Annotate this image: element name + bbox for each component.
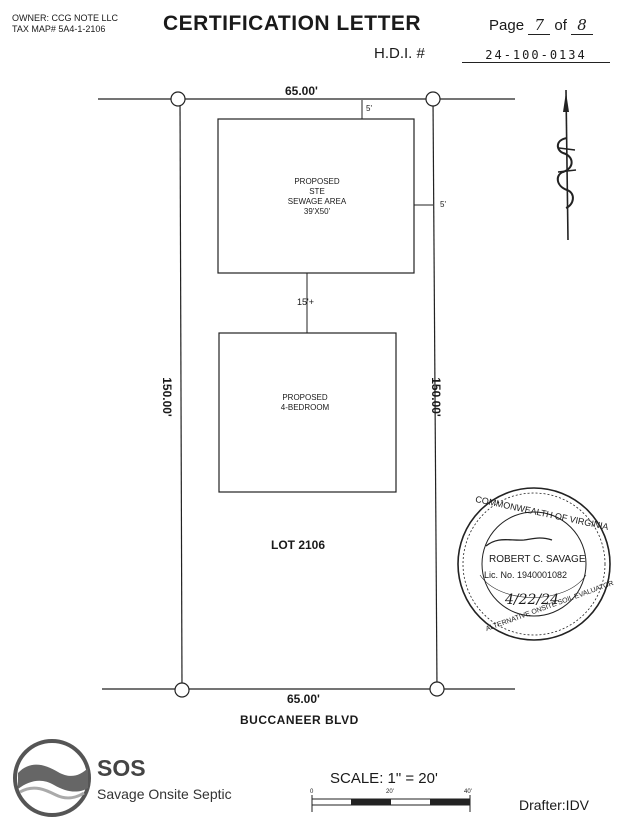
house-line-1: PROPOSED	[282, 393, 328, 402]
right-dimension: 150.00'	[428, 377, 443, 417]
hdi-label: H.D.I. #	[374, 45, 425, 62]
seal-stamp	[457, 487, 611, 641]
sewage-area-box	[217, 118, 415, 274]
right-property-line	[432, 98, 438, 690]
scale-bar	[311, 795, 471, 812]
road-label: BUCCANEER BLVD	[240, 713, 359, 727]
sewage-line-4: 39'X50'	[303, 207, 331, 216]
scale-tick-20: 20'	[386, 789, 394, 795]
drafter-label: Drafter:IDV	[519, 797, 590, 813]
north-arrow-icon	[556, 89, 577, 241]
survey-pin-icon	[174, 682, 190, 698]
survey-pin-icon	[170, 91, 186, 107]
sewage-line-3: SEWAGE AREA	[287, 197, 347, 206]
setback-right-label: 5'	[440, 200, 446, 209]
scale-tick-40: 40'	[464, 789, 472, 795]
scale-tick-0: 0	[310, 789, 314, 795]
top-dimension: 65.00'	[285, 84, 318, 98]
document-title: CERTIFICATION LETTER	[163, 12, 422, 35]
bottom-dimension: 65.00'	[287, 692, 320, 706]
owner-block: OWNER: CCG NOTE LLC TAX MAP# 5A4-1-2106	[12, 13, 118, 35]
left-dimension: 150.00'	[159, 377, 174, 417]
signature-mark	[485, 537, 553, 547]
company-name: Savage Onsite Septic	[97, 786, 232, 802]
sos-wave-logo-icon	[13, 739, 91, 817]
owner-text: OWNER: CCG NOTE LLC	[12, 13, 119, 23]
survey-pin-icon	[425, 91, 441, 107]
company-abbr: SOS	[97, 755, 146, 781]
hdi-number: 24-100-0134	[462, 48, 610, 63]
sewage-area-label: PROPOSED STE SEWAGE AREA 39'X50'	[272, 177, 362, 217]
sewage-line-2: STE	[309, 187, 325, 196]
page-number: 7	[528, 16, 551, 35]
left-property-line	[179, 98, 183, 690]
of-label: of	[554, 17, 567, 34]
seal-date: 4/22/24	[505, 592, 559, 608]
house-line-2: 4-BEDROOM	[280, 403, 330, 412]
sewage-line-1: PROPOSED	[294, 177, 340, 186]
seal-license: Lic. No. 1940001082	[484, 570, 568, 580]
survey-pin-icon	[429, 681, 445, 697]
tax-map-text: TAX MAP# 5A4-1-2106	[12, 24, 106, 34]
page-total: 8	[571, 16, 594, 35]
separation-label: 15'+	[297, 297, 314, 307]
house-label: PROPOSED 4-BEDROOM	[260, 393, 350, 413]
setback-top-label: 5'	[366, 104, 372, 113]
seal-name: ROBERT C. SAVAGE	[489, 554, 586, 565]
page-label: Page	[489, 17, 525, 34]
scale-text: SCALE: 1" = 20'	[330, 770, 438, 787]
page-indicator: Page 7 of 8	[489, 16, 594, 35]
lot-label: LOT 2106	[271, 538, 326, 552]
